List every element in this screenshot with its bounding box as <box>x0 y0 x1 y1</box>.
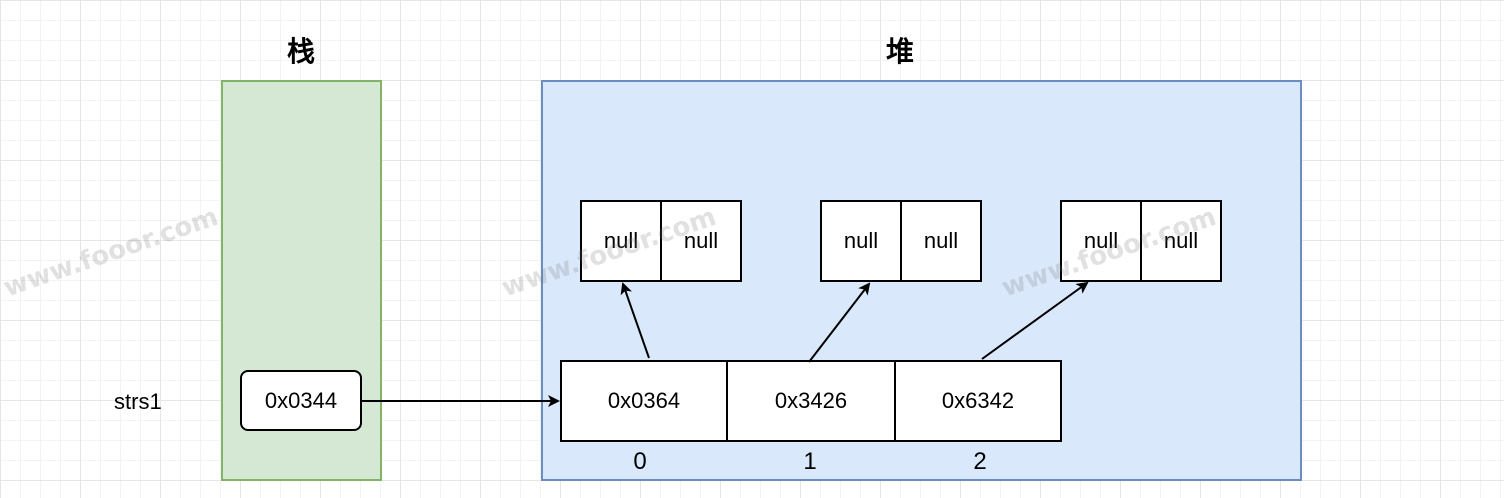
array-index-0: 0 <box>633 448 647 475</box>
array-0-to-sub-array-0-arrow <box>620 282 650 359</box>
array-index-2: 2 <box>973 448 987 475</box>
array-1-to-sub-array-1-arrow <box>808 282 871 363</box>
heap-title: 堆 <box>885 35 914 68</box>
sub-array-1-cell-1: null <box>900 200 982 282</box>
stack-title: 栈 <box>286 35 315 68</box>
sub-array-2-cell-1: null <box>1140 200 1222 282</box>
array-index-1: 1 <box>803 448 817 475</box>
array-cell-0: 0x0364 <box>560 360 728 442</box>
sub-array-2-cell-0: null <box>1060 200 1142 282</box>
array-cell-1: 0x3426 <box>726 360 896 442</box>
array-cell-2: 0x6342 <box>894 360 1062 442</box>
array-2-to-sub-array-2-arrow <box>981 281 1089 360</box>
sub-array-0-cell-0: null <box>580 200 662 282</box>
sub-array-0-cell-1: null <box>660 200 742 282</box>
variable-label: strs1 <box>114 389 162 414</box>
stack-reference-box: 0x0344 <box>240 370 362 431</box>
